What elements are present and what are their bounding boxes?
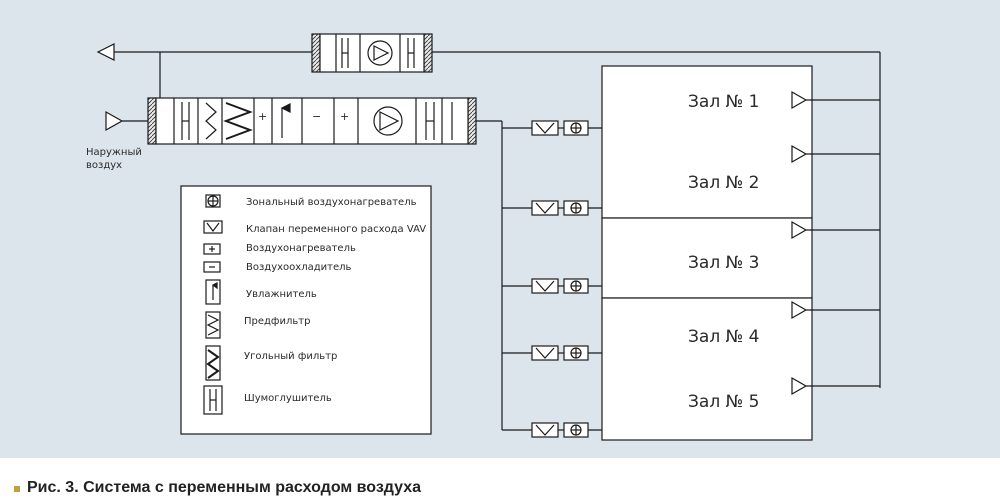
exhaust-grille-icon (791, 220, 808, 240)
vav-valve-mark (535, 280, 555, 292)
fan-icon (373, 106, 403, 136)
exhaust-grille-5 (791, 376, 880, 396)
exhaust-grilles (791, 90, 880, 396)
cooler-icon (203, 261, 221, 273)
hall-3-label: Зал № 3 (688, 253, 760, 273)
silencer-icon (203, 385, 223, 415)
legend-box (180, 185, 432, 435)
humidifier-icon (205, 279, 221, 305)
vav-valve-mark (535, 122, 555, 134)
legend-label-cooler: Воздухоохладитель (246, 262, 352, 273)
cooler-sign: − (312, 110, 321, 123)
zonal-heater-icon (205, 194, 221, 208)
legend-label-silencer: Шумоглушитель (244, 393, 332, 404)
exhaust-grille-2 (791, 144, 880, 164)
hall-4-label: Зал № 4 (688, 327, 760, 347)
exhaust-grille-3 (791, 220, 880, 240)
silencer-icon (425, 102, 435, 140)
diagram-panel (0, 0, 1000, 458)
exhaust-grille-icon (791, 300, 808, 320)
vav-system-diagram: Наружный воздух + − + Зал № 1 Зал № 2 За… (86, 33, 881, 441)
exhaust-grille-icon (791, 376, 808, 396)
vav-valve-mark (535, 347, 555, 359)
hall-1-label: Зал № 1 (688, 92, 760, 112)
prefilter-icon (205, 311, 221, 339)
fan-icon (367, 40, 393, 66)
exhaust-outlet-arrow (96, 43, 115, 61)
hall-5-label: Зал № 5 (688, 392, 760, 412)
hall-2-label: Зал № 2 (688, 173, 760, 193)
silencer-icon (407, 38, 415, 68)
hall-block-1-2 (601, 65, 813, 219)
hall-block-4-5 (601, 297, 813, 441)
legend-label-zonal-heater: Зональный воздухонагреватель (246, 197, 417, 208)
vav-valve-mark (535, 202, 555, 214)
halls-block (601, 65, 813, 441)
figure-caption-text: Рис. 3. Система с переменным расходом во… (27, 479, 422, 496)
silencer-icon (335, 34, 349, 72)
heater-sign: + (258, 110, 267, 123)
prefilter-icon (205, 102, 217, 140)
heater-sign-2: + (340, 110, 349, 123)
vav-valve-mark (535, 424, 555, 436)
exhaust-grille-4 (791, 300, 880, 320)
legend-label-heater: Воздухонагреватель (246, 243, 356, 254)
caption-bullet (14, 485, 20, 492)
supply-air-handling-unit (147, 97, 477, 145)
figure-caption: Рис. 3. Система с переменным расходом во… (14, 476, 421, 500)
exhaust-grille-icon (791, 144, 808, 164)
silencer-icon (181, 102, 190, 140)
legend-label-humidifier: Увлажнитель (246, 289, 317, 300)
outside-air-label-line2: воздух (86, 160, 122, 171)
exhaust-grille-1 (791, 90, 880, 110)
heater-icon (203, 243, 221, 255)
legend-label-vav-valve: Клапан переменного расхода VAV (246, 224, 426, 235)
carbon-filter-icon (223, 102, 253, 140)
outside-air-label-line1: Наружный (86, 147, 142, 158)
legend-label-prefilter: Предфильтр (244, 316, 310, 327)
exhaust-unit (311, 33, 433, 73)
vav-valve-icon (203, 220, 223, 234)
legend-label-carbon-filter: Угольный фильтр (244, 351, 337, 362)
humidifier-icon (280, 103, 291, 138)
carbon-filter-icon (205, 345, 221, 381)
hall-block-3 (601, 217, 813, 299)
exhaust-grille-icon (791, 90, 808, 110)
outside-air-inlet-arrow (105, 110, 124, 132)
